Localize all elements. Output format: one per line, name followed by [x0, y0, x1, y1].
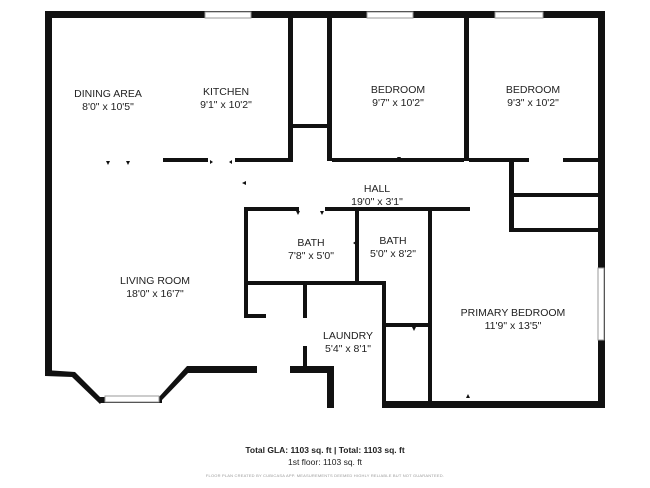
room-living-dims: 18'0" x 16'7"	[126, 288, 184, 300]
interior-walls	[163, 11, 605, 408]
room-hall-dims: 19'0" x 3'1"	[351, 196, 403, 208]
room-laundry-name: LAUNDRY	[323, 330, 373, 342]
room-living-name: LIVING ROOM	[120, 275, 190, 287]
room-bedroom1-name: BEDROOM	[371, 84, 425, 96]
room-kitchen-dims: 9'1" x 10'2"	[200, 99, 252, 111]
room-bedroom1-dims: 9'7" x 10'2"	[372, 97, 424, 109]
room-dining-dims: 8'0" x 10'5"	[82, 101, 134, 113]
room-labels: DINING AREA 8'0" x 10'5" KITCHEN 9'1" x …	[74, 84, 565, 355]
room-bedroom2-dims: 9'3" x 10'2"	[507, 97, 559, 109]
room-primary-name: PRIMARY BEDROOM	[461, 307, 566, 319]
room-hall-name: HALL	[364, 183, 390, 195]
room-bedroom2-name: BEDROOM	[506, 84, 560, 96]
room-dining-name: DINING AREA	[74, 88, 142, 100]
floor-area: 1st floor: 1103 sq. ft	[287, 457, 363, 467]
windows	[104, 11, 605, 403]
room-kitchen-name: KITCHEN	[203, 86, 249, 98]
room-laundry-dims: 5'4" x 8'1"	[325, 343, 371, 355]
room-bath1-name: BATH	[297, 237, 324, 249]
room-bath2-name: BATH	[379, 235, 406, 247]
room-primary-dims: 11'9" x 13'5"	[485, 320, 542, 332]
room-bath1-dims: 7'8" x 5'0"	[288, 250, 334, 262]
disclaimer: FLOOR PLAN CREATED BY CUBICASA APP. MEAS…	[205, 473, 445, 478]
area-totals: Total GLA: 1103 sq. ft | Total: 1103 sq.…	[245, 445, 405, 455]
door-markers	[106, 86, 470, 398]
room-bath2-dims: 5'0" x 8'2"	[370, 248, 416, 260]
